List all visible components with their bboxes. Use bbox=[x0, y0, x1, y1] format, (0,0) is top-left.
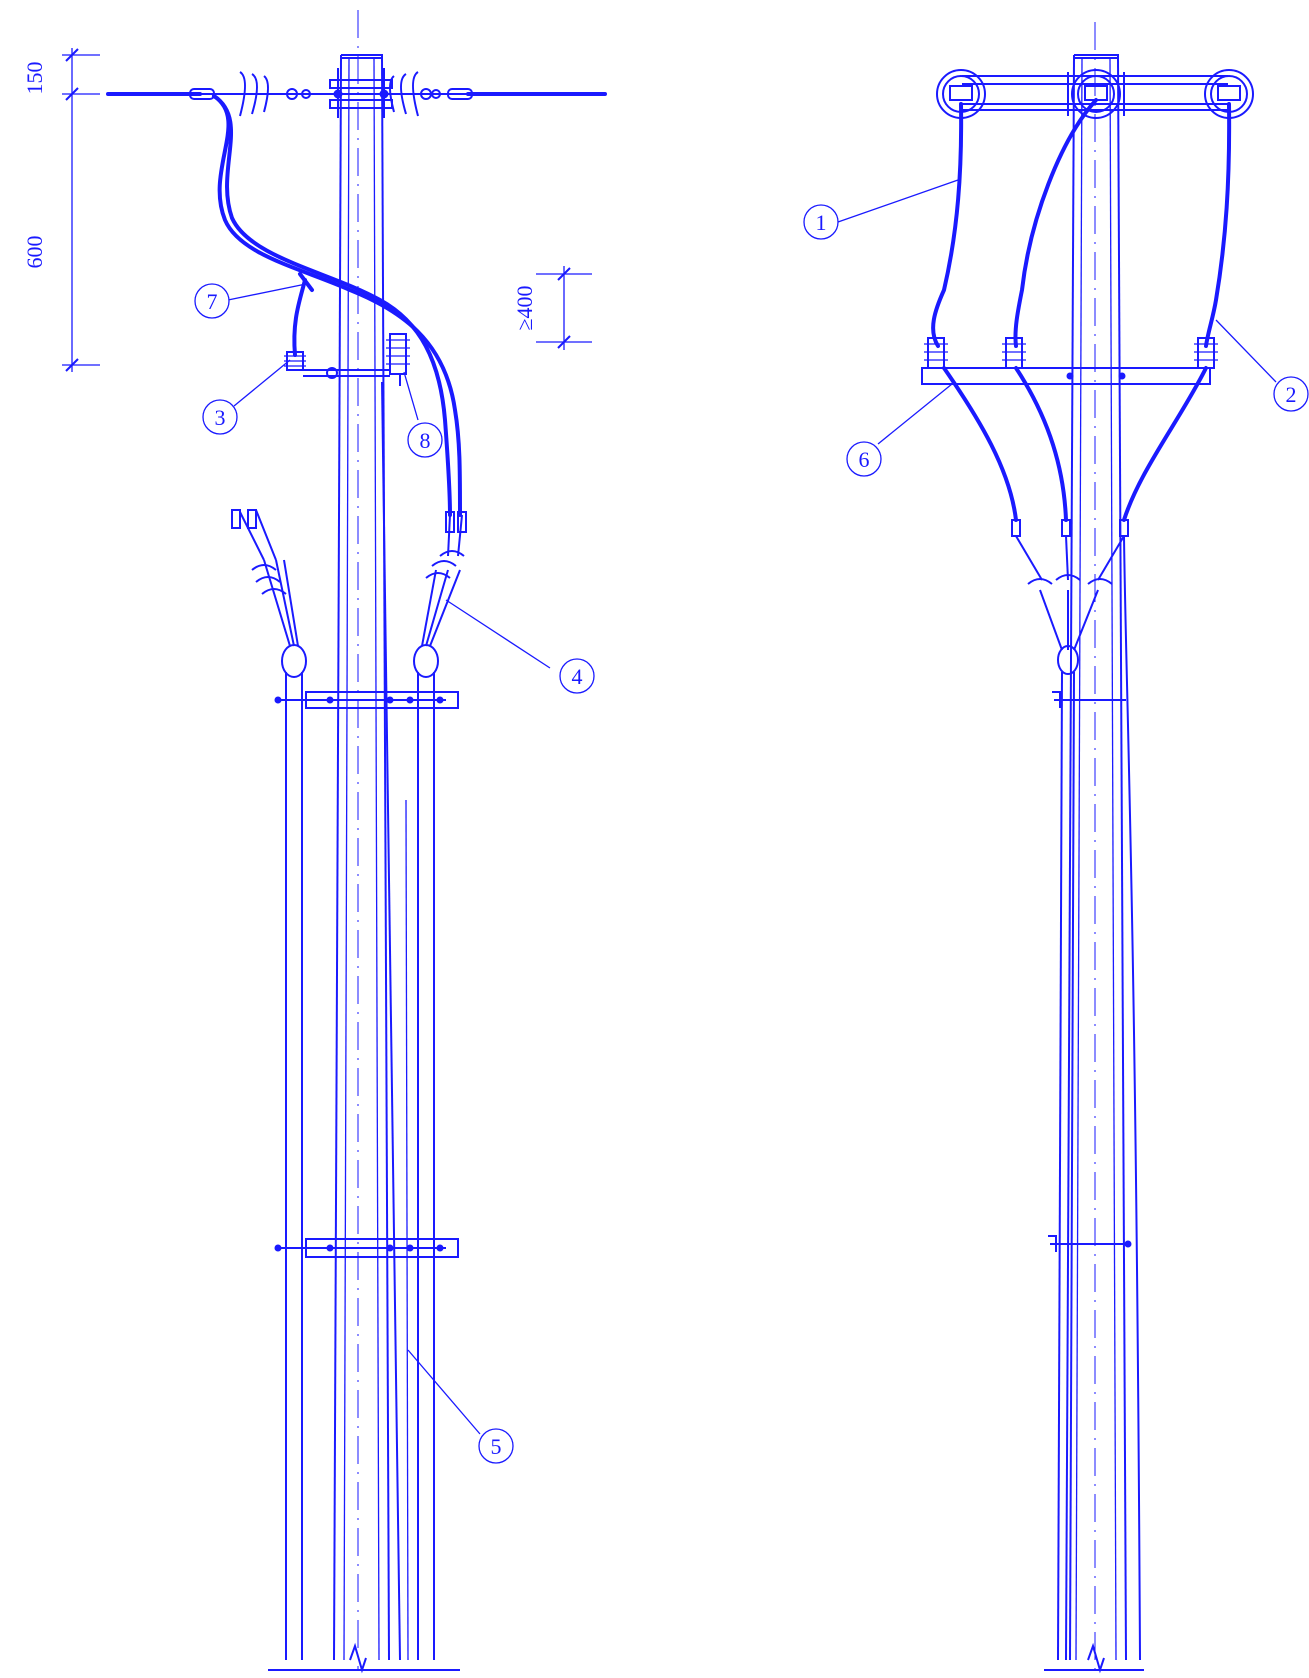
pole-left bbox=[333, 54, 390, 1674]
arrester-crossarm bbox=[921, 367, 1211, 385]
cable-clamp-lower bbox=[274, 1238, 459, 1258]
dimension-lines-left bbox=[62, 48, 592, 372]
front-elevation-view: 1 2 6 bbox=[803, 22, 1309, 1674]
cable-clamp-upper bbox=[274, 691, 459, 709]
ground-conductor-front bbox=[1123, 535, 1141, 1661]
svg-text:8: 8 bbox=[420, 428, 431, 453]
callout-4: 4 bbox=[559, 658, 595, 694]
jumper-phase-a bbox=[931, 102, 964, 348]
svg-text:7: 7 bbox=[207, 289, 218, 314]
surge-arrester-8 bbox=[386, 333, 410, 386]
callout-5: 5 bbox=[407, 1349, 514, 1464]
jumper-cable-left bbox=[212, 94, 462, 517]
cable-to-term-c bbox=[1122, 366, 1208, 522]
arresters-right bbox=[924, 337, 1218, 369]
dimension-drop: 600 bbox=[22, 236, 47, 269]
side-elevation-view: 150 600 ≥400 7 3 8 4 5 bbox=[22, 10, 607, 1674]
svg-text:1: 1 bbox=[816, 210, 827, 235]
pole-clamps-right bbox=[1048, 691, 1132, 1252]
callout-7: 7 bbox=[194, 283, 307, 319]
svg-text:2: 2 bbox=[1286, 382, 1297, 407]
svg-text:5: 5 bbox=[491, 1434, 502, 1459]
insulator-string-left bbox=[214, 71, 318, 117]
cable-risers bbox=[285, 696, 435, 1661]
svg-text:4: 4 bbox=[572, 664, 583, 689]
callout-3: 3 bbox=[202, 359, 291, 435]
callout-1: 1 bbox=[803, 179, 959, 240]
svg-text:3: 3 bbox=[215, 405, 226, 430]
tension-clamp-right bbox=[447, 88, 473, 100]
cable-termination-right bbox=[413, 511, 551, 696]
top-crossarm-hardware bbox=[329, 68, 393, 118]
callout-2: 2 bbox=[1215, 319, 1309, 412]
overhead-line-left bbox=[106, 88, 607, 100]
arrester-lead bbox=[292, 278, 307, 357]
ground-down-conductor bbox=[381, 381, 401, 1661]
cable-to-term-b bbox=[1014, 366, 1068, 522]
surge-arrester-3 bbox=[284, 351, 390, 379]
dimension-clearance: ≥400 bbox=[512, 285, 537, 330]
jumper-phase-b bbox=[1013, 98, 1098, 348]
cable-to-term-a bbox=[942, 366, 1018, 522]
jumper-phase-c bbox=[1204, 102, 1232, 348]
callout-6: 6 bbox=[846, 383, 953, 477]
cable-termination-left bbox=[231, 509, 307, 696]
pole-right bbox=[1065, 54, 1127, 1674]
pin-insulator-center bbox=[1071, 69, 1121, 119]
svg-text:6: 6 bbox=[859, 447, 870, 472]
top-crossarm-right bbox=[936, 69, 1254, 119]
cable-termination-front bbox=[1011, 519, 1129, 675]
riser-front bbox=[1057, 671, 1063, 1661]
callout-8: 8 bbox=[403, 371, 443, 458]
dimension-top-gap: 150 bbox=[22, 62, 47, 95]
